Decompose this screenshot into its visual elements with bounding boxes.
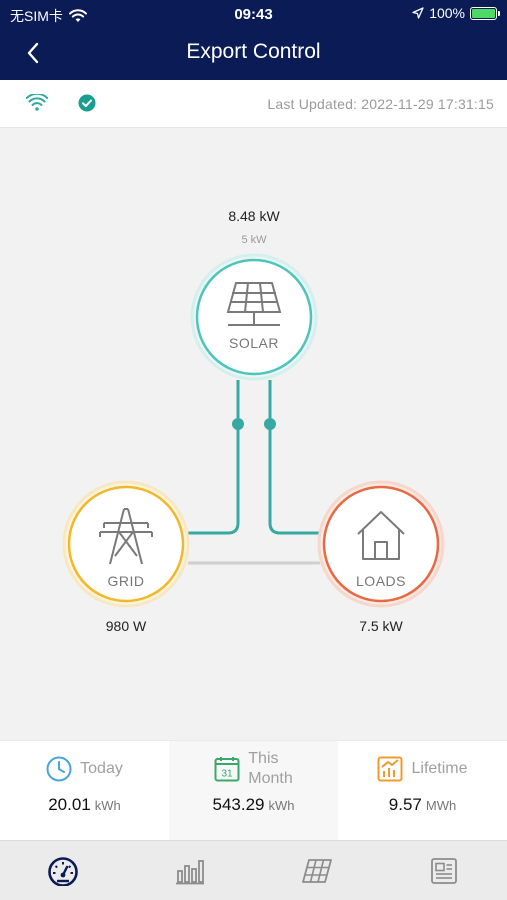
summary-today-label: Today	[80, 760, 123, 777]
grid-power-value: 980 W	[105, 618, 147, 634]
status-time: 09:43	[234, 6, 273, 23]
gauge-icon	[48, 856, 79, 886]
solar-node[interactable]	[190, 253, 318, 381]
solar-label: SOLAR	[229, 335, 279, 351]
solar-panel-icon	[301, 858, 332, 883]
bar-chart-icon	[176, 859, 205, 884]
summary-month[interactable]: 31 This Month 543.29 kWh	[169, 741, 338, 840]
loads-node[interactable]	[317, 480, 445, 608]
summary-month-value: 543.29	[212, 795, 265, 814]
tab-statistics[interactable]	[127, 841, 254, 900]
summary-lifetime-value: 9.57	[388, 795, 422, 814]
status-right: 100%	[412, 5, 500, 21]
solar-capacity: 5 kW	[241, 234, 267, 246]
summary-month-label-1: This	[248, 750, 279, 767]
flow-lines	[62, 253, 445, 608]
summary-lifetime-unit: MWh	[425, 798, 457, 813]
page-title: Export Control	[186, 40, 321, 63]
tab-dashboard[interactable]	[0, 841, 127, 900]
solar-panel-icon	[226, 282, 282, 326]
house-icon	[357, 511, 405, 560]
grid-node[interactable]	[62, 480, 190, 608]
summary-today-value: 20.01	[48, 795, 91, 814]
status-carrier: 无SIM卡	[10, 6, 87, 26]
power-tower-icon	[99, 508, 153, 565]
back-button[interactable]	[18, 38, 48, 68]
location-arrow-icon	[412, 7, 424, 19]
wifi-icon	[26, 94, 48, 111]
clock-icon	[46, 756, 72, 782]
energy-summary: Today 20.01 kWh 31 This Month 543.29 kWh	[0, 740, 507, 840]
summary-today-unit: kWh	[94, 798, 121, 813]
solar-power-value: 8.48 kW	[228, 208, 280, 224]
battery-icon	[470, 6, 500, 20]
check-circle-icon	[78, 94, 96, 112]
chevron-left-icon	[27, 42, 39, 64]
loads-label: LOADS	[356, 573, 406, 589]
app-header: 无SIM卡 09:43 100% Export Control	[0, 0, 507, 80]
calendar-icon: 31	[214, 757, 240, 782]
calendar-day-text: 31	[222, 769, 234, 780]
flow-dot	[264, 418, 276, 430]
summary-lifetime[interactable]: Lifetime 9.57 MWh	[338, 741, 507, 840]
summary-month-label-2: Month	[248, 770, 293, 787]
battery-percent: 100%	[429, 5, 465, 21]
summary-month-unit: kWh	[268, 798, 295, 813]
info-bar: Last Updated: 2022-11-29 17:31:15	[0, 80, 507, 128]
trend-chart-icon	[377, 756, 403, 782]
energy-flow-diagram: 8.48 kW 5 kW SOLAR GRID 980 W LOADS 7.5 …	[0, 128, 507, 740]
tab-panels[interactable]	[254, 841, 381, 900]
summary-lifetime-label: Lifetime	[411, 760, 468, 777]
summary-today[interactable]: Today 20.01 kWh	[0, 741, 169, 840]
tab-reports[interactable]	[380, 841, 507, 900]
bottom-tab-bar	[0, 840, 507, 900]
loads-power-value: 7.5 kW	[359, 618, 403, 634]
grid-label: GRID	[107, 573, 145, 589]
document-icon	[430, 857, 457, 884]
carrier-text: 无SIM卡	[10, 8, 63, 24]
wifi-status-icon	[68, 9, 87, 22]
flow-dot	[232, 418, 244, 430]
last-updated-text: Last Updated: 2022-11-29 17:31:15	[267, 96, 494, 112]
